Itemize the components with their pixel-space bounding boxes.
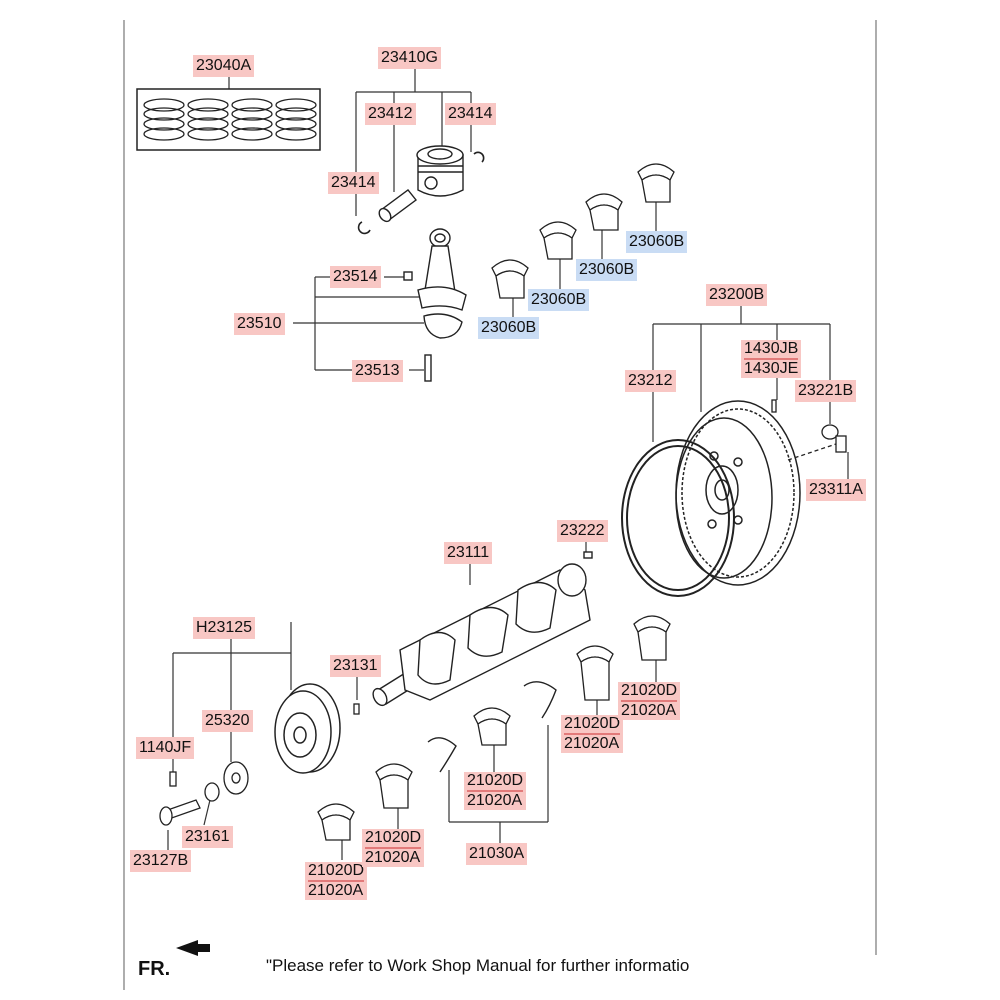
label-main-bearing-upper: 21020D <box>308 862 365 882</box>
leader-lines <box>167 68 849 860</box>
ring-gear-drawing <box>621 439 735 597</box>
diagram-frame <box>123 20 877 990</box>
label-piston-pin[interactable]: 23412 <box>365 103 416 125</box>
damper-pulley-drawing <box>274 683 341 774</box>
label-washer-23221b[interactable]: 23221B <box>795 380 857 402</box>
label-key-25320[interactable]: 25320 <box>202 710 253 732</box>
piston-pin-drawing <box>378 189 418 223</box>
piston-ring-stack <box>143 98 185 141</box>
label-piston-ring-set[interactable]: 23040A <box>193 55 255 77</box>
snap-ring-drawings <box>357 151 485 235</box>
label-main-bearing-upper: 21020D <box>365 829 422 849</box>
flywheel-drawing <box>675 400 801 586</box>
label-connecting-rod-assembly[interactable]: 23510 <box>234 313 285 335</box>
flywheel-bolt-drawing <box>771 399 847 461</box>
label-flywheel-assembly[interactable]: 23200B <box>706 284 768 306</box>
label-damper-pulley[interactable]: H23125 <box>193 617 256 639</box>
label-crankshaft[interactable]: 23111 <box>444 542 493 564</box>
label-main-bearing-lower: 21020A <box>467 792 523 809</box>
label-thrust-bearing[interactable]: 21030A <box>466 843 528 865</box>
piston-ring-stack <box>187 98 229 141</box>
label-main-bearing-3[interactable]: 21020D 21020A <box>464 772 527 810</box>
front-arrow-icon <box>176 940 210 956</box>
label-bolt-1140jf[interactable]: 1140JF <box>136 737 195 759</box>
label-main-bearing-lower: 21020A <box>365 849 421 866</box>
label-main-bearing-upper: 21020D <box>564 715 621 735</box>
label-dowel-pin[interactable]: 23222 <box>557 520 608 542</box>
label-main-bearing-5[interactable]: 21020D 21020A <box>618 682 681 720</box>
label-main-bearing-upper: 21020D <box>467 772 524 792</box>
label-main-bearing-4[interactable]: 21020D 21020A <box>561 715 624 753</box>
label-snap-ring-left[interactable]: 23414 <box>328 172 379 194</box>
label-main-bearing-upper: 21020D <box>621 682 678 702</box>
label-rod-nut[interactable]: 23514 <box>330 266 381 288</box>
label-main-bearing-lower: 21020A <box>621 702 677 719</box>
label-main-bearing-2[interactable]: 21020D 21020A <box>362 829 425 867</box>
label-flywheel-bolt[interactable]: 23311A <box>806 479 866 501</box>
label-bolt-1430je: 1430JE <box>744 360 799 377</box>
label-crank-bolt[interactable]: 23127B <box>130 850 192 872</box>
label-rod-bolt[interactable]: 23513 <box>352 360 403 382</box>
label-main-bearing-lower: 21020A <box>564 735 620 752</box>
piston-ring-set-drawing <box>136 88 321 151</box>
label-piston-assembly[interactable]: 23410G <box>378 47 441 69</box>
crankshaft-drawing <box>372 551 593 707</box>
thrust-bearing-shells <box>427 681 557 773</box>
label-washer-23161[interactable]: 23161 <box>182 826 233 848</box>
label-rod-bearing-4[interactable]: 23060B <box>626 231 688 253</box>
pulley-hardware-drawing <box>159 703 360 826</box>
piston-ring-stack <box>231 98 273 141</box>
label-snap-ring-right[interactable]: 23414 <box>445 103 496 125</box>
label-ring-gear[interactable]: 23212 <box>625 370 676 392</box>
rod-bearing-shells <box>491 163 675 299</box>
label-main-bearing-1[interactable]: 21020D 21020A <box>305 862 368 900</box>
label-main-bearing-lower: 21020A <box>308 882 364 899</box>
piston-ring-stack <box>275 98 317 141</box>
label-pin-23131[interactable]: 23131 <box>330 655 381 677</box>
label-rod-bearing-2[interactable]: 23060B <box>528 289 590 311</box>
workshop-manual-note: "Please refer to Work Shop Manual for fu… <box>266 956 690 975</box>
label-rod-bearing-3[interactable]: 23060B <box>576 259 638 281</box>
piston-drawing <box>416 145 464 197</box>
connecting-rod-drawing <box>403 228 467 382</box>
main-bearing-shells <box>317 615 671 841</box>
front-marker: FR. <box>138 958 171 980</box>
label-rod-bearing-1[interactable]: 23060B <box>478 317 540 339</box>
label-bolt-1430jb: 1430JB <box>744 340 799 360</box>
label-bolt-1430jb-1430je[interactable]: 1430JB 1430JE <box>741 340 802 378</box>
